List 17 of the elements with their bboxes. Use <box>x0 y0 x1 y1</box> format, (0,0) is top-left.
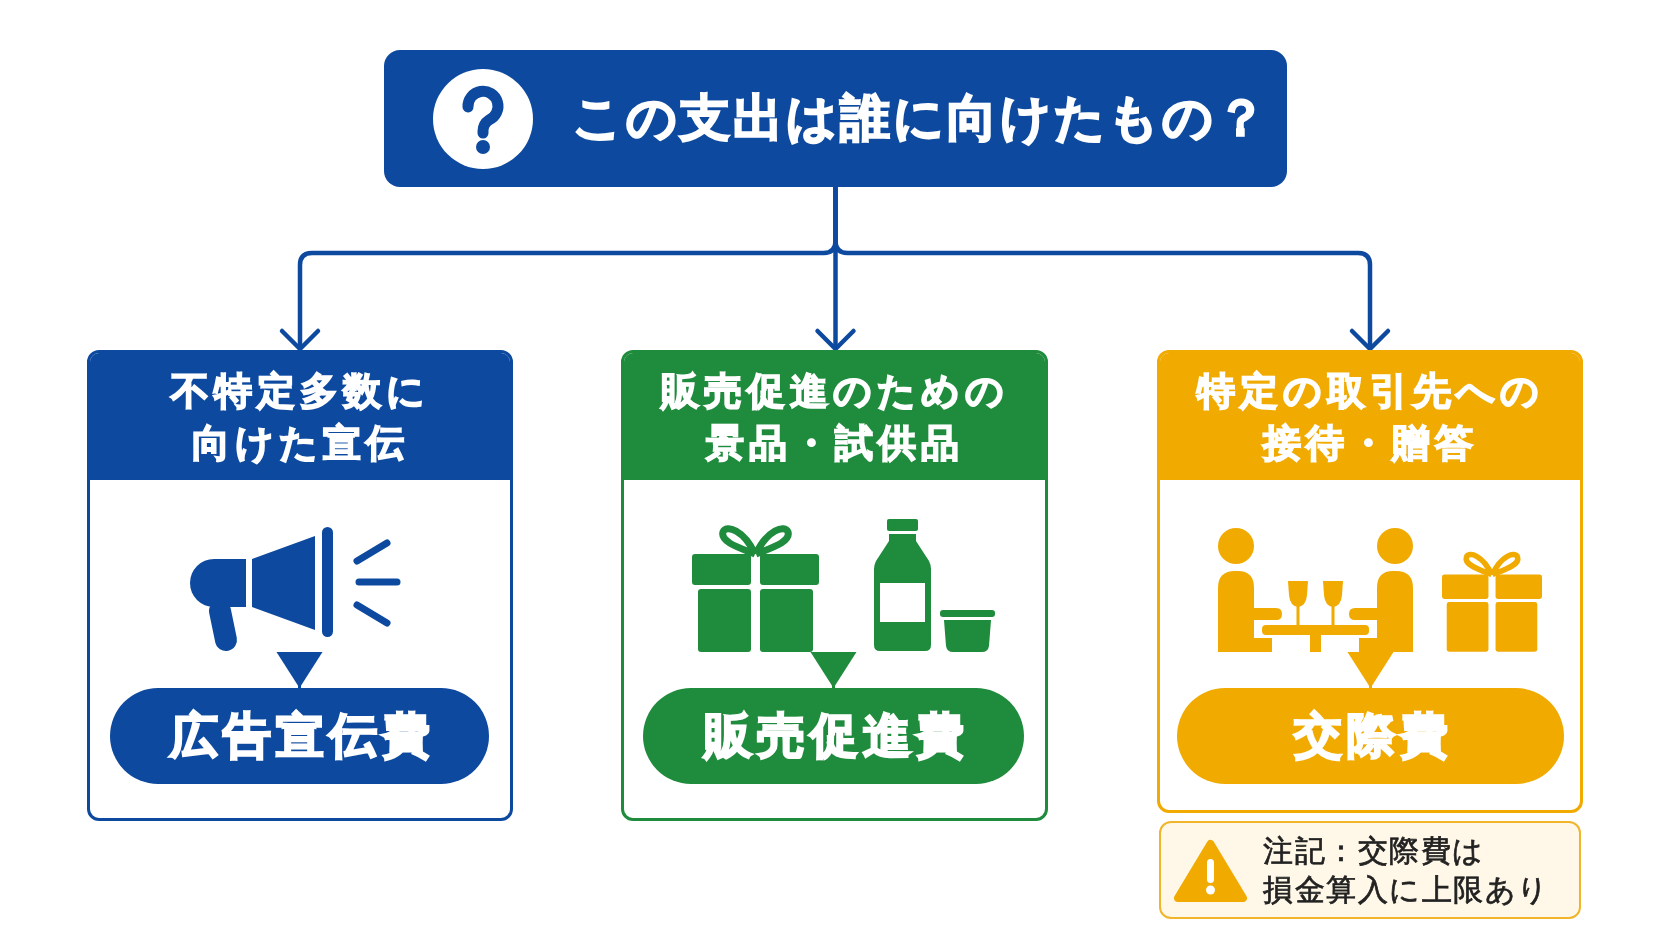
arrow <box>810 652 857 688</box>
note-box <box>1159 821 1581 919</box>
note-text: 注記：交際費は損金算入に上限あり <box>1263 831 1551 909</box>
card-header: 不特定多数に向けた宣伝 <box>90 353 510 480</box>
arrow <box>276 652 323 688</box>
pill-label: 交際費 <box>1177 688 1564 784</box>
category-card <box>1157 350 1583 813</box>
pill-label: 販売促進費 <box>643 688 1024 784</box>
arrow <box>833 187 1391 352</box>
pill-label: 広告宣伝費 <box>110 688 489 784</box>
card-header: 特定の取引先への接待・贈答 <box>1160 353 1580 480</box>
question-text: この支出は誰に向けたもの？ <box>572 88 1269 148</box>
arrow <box>1347 652 1394 688</box>
category-card <box>87 350 513 821</box>
category-card <box>621 350 1048 821</box>
question-box <box>384 50 1287 187</box>
card-header: 販売促進のための景品・試供品 <box>624 353 1045 480</box>
